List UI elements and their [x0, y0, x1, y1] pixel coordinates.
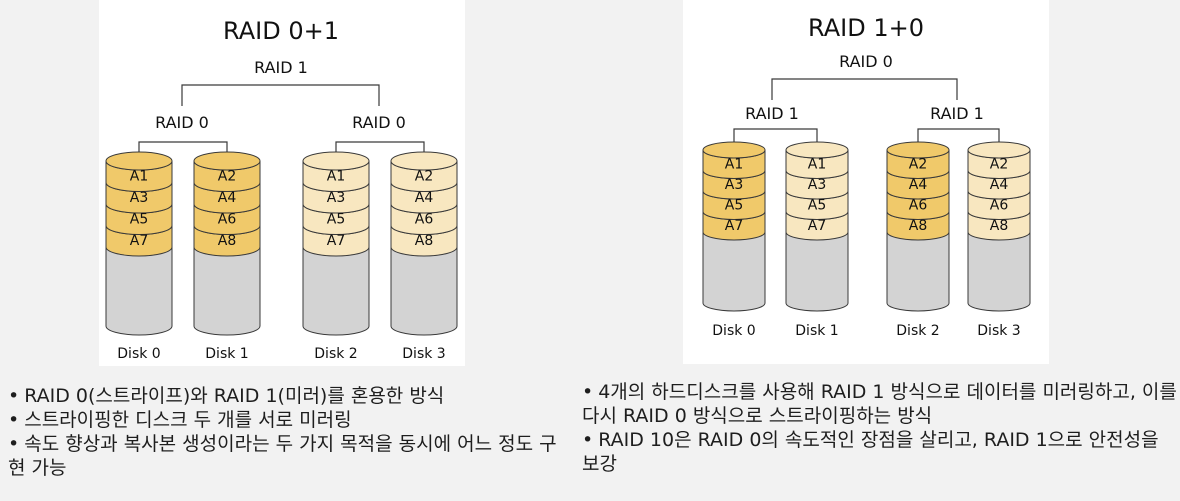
block-label: A4 [415, 190, 434, 206]
block-label: A2 [218, 168, 236, 184]
disk-body [302, 246, 370, 336]
disk-name: Disk 0 [117, 346, 160, 362]
block-label: A8 [415, 233, 433, 249]
block-label: A2 [990, 156, 1008, 172]
raid01-description: •RAID 0(스트라이프)와 RAID 1(미러)를 혼용한 방식 •스트라이… [8, 384, 568, 480]
group-connector [733, 128, 818, 150]
block-label: A8 [218, 233, 236, 249]
disk-disk-3 [390, 151, 458, 336]
bullet-item: •RAID 0(스트라이프)와 RAID 1(미러)를 혼용한 방식 [8, 385, 445, 407]
disk-name: Disk 0 [712, 323, 755, 339]
diagram-title: RAID 0+1 [223, 17, 339, 45]
bullet-item: •RAID 10은 RAID 0의 속도적인 장점을 살리고, RAID 1으로… [582, 429, 1159, 475]
block-label: A5 [130, 211, 148, 227]
top-raid-label: RAID 0 [839, 52, 893, 71]
block-label: A6 [218, 211, 237, 227]
bullet-item: •스트라이핑한 디스크 두 개를 서로 미러링 [8, 409, 352, 431]
disk-body [193, 246, 261, 336]
disk-name: Disk 3 [977, 323, 1020, 339]
block-label: A1 [808, 156, 826, 172]
disk-disk-1 [785, 141, 849, 312]
block-label: A1 [327, 168, 345, 184]
disk-top [785, 141, 849, 159]
bullet-item: •4개의 하드디스크를 사용해 RAID 1 방식으로 데이터를 미러링하고, … [582, 381, 1177, 427]
group-connector [917, 128, 1000, 150]
group-raid-label: RAID 1 [745, 104, 799, 123]
disk-name: Disk 2 [896, 323, 939, 339]
top-connector [771, 78, 958, 100]
disk-top [702, 141, 766, 159]
disk-disk-2 [302, 151, 370, 336]
disk-body [886, 231, 950, 312]
block-label: A3 [808, 177, 826, 193]
block-label: A7 [130, 233, 148, 249]
disk-body [105, 246, 173, 336]
block-label: A8 [909, 218, 927, 234]
block-label: A8 [990, 218, 1008, 234]
block-label: A2 [909, 156, 927, 172]
block-label: A1 [725, 156, 743, 172]
disk-body [785, 231, 849, 312]
block-label: A3 [725, 177, 743, 193]
disk-body [702, 231, 766, 312]
disk-disk-0 [105, 151, 173, 336]
disk-disk-2 [886, 141, 950, 312]
group-raid-label: RAID 0 [155, 113, 209, 132]
block-label: A7 [808, 218, 826, 234]
block-label: A5 [808, 197, 826, 213]
block-label: A5 [725, 197, 743, 213]
disk-disk-1 [193, 151, 261, 336]
disk-top [967, 141, 1031, 159]
raid10-description: •4개의 하드디스크를 사용해 RAID 1 방식으로 데이터를 미러링하고, … [582, 380, 1180, 476]
disk-top [193, 151, 261, 171]
block-label: A7 [327, 233, 345, 249]
top-connector [181, 84, 380, 106]
group-raid-label: RAID 1 [930, 104, 984, 123]
block-label: A4 [990, 177, 1009, 193]
block-label: A6 [415, 211, 434, 227]
disk-name: Disk 3 [402, 346, 445, 362]
block-label: A7 [725, 218, 743, 234]
disk-name: Disk 1 [205, 346, 248, 362]
block-label: A6 [990, 197, 1009, 213]
disk-body [390, 246, 458, 336]
group-raid-label: RAID 0 [352, 113, 406, 132]
disk-top [390, 151, 458, 171]
disk-name: Disk 2 [314, 346, 357, 362]
disk-top [302, 151, 370, 171]
disk-top [886, 141, 950, 159]
block-label: A3 [327, 190, 345, 206]
disk-top [105, 151, 173, 171]
disk-name: Disk 1 [795, 323, 838, 339]
block-label: A3 [130, 190, 148, 206]
block-label: A4 [909, 177, 928, 193]
diagram-title: RAID 1+0 [808, 14, 924, 42]
top-raid-label: RAID 1 [254, 58, 308, 77]
block-label: A6 [909, 197, 928, 213]
bullet-item: •속도 향상과 복사본 생성이라는 두 가지 목적을 동시에 어느 정도 구현 … [8, 433, 557, 479]
block-label: A4 [218, 190, 237, 206]
block-label: A1 [130, 168, 148, 184]
block-label: A5 [327, 211, 345, 227]
disk-body [967, 231, 1031, 312]
block-label: A2 [415, 168, 433, 184]
disk-disk-3 [967, 141, 1031, 312]
disk-disk-0 [702, 141, 766, 312]
